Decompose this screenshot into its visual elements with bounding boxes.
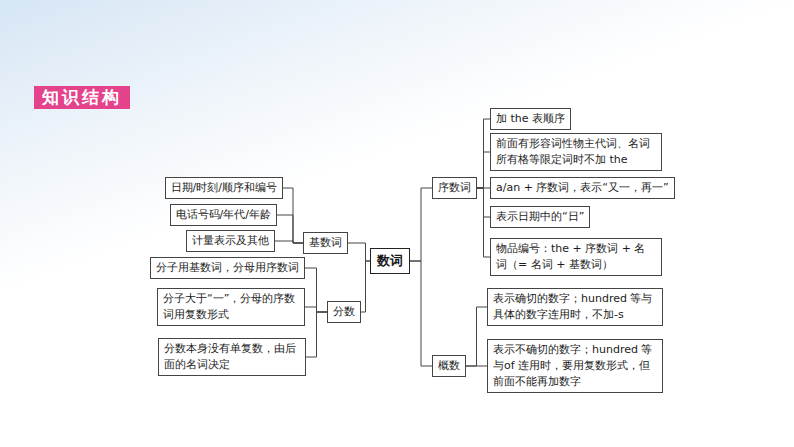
approx-rule-box: 表示确切的数字；hundred 等与具体的数字连用时，不加-s [487, 288, 663, 326]
bracket-connector [306, 312, 327, 357]
fraction-rule-box: 分子用基数词，分母用序数词 [150, 257, 305, 279]
box-text: 序数词 [438, 180, 471, 196]
box-text: 数词 [377, 252, 403, 271]
box-text: 日期/时刻/顺序和编号 [171, 180, 277, 196]
cardinal-use-box: 日期/时刻/顺序和编号 [165, 177, 283, 199]
box-text: a/an + 序数词，表示“又一，再一” [496, 180, 669, 196]
ordinal-rule-box: 表示日期中的“日” [490, 206, 590, 228]
box-text: 分数本身没有单复数，由后面的名词决定 [164, 341, 300, 373]
bracket-connector [477, 119, 490, 188]
box-text: 计量表示及其他 [192, 233, 269, 249]
branch-box: 概数 [432, 355, 466, 377]
bracket-connector [466, 366, 487, 367]
bracket-connector [410, 188, 432, 261]
section-title: 知识结构 [34, 86, 130, 109]
ordinal-rule-box: 加 the 表顺序 [490, 108, 571, 130]
bracket-connector [275, 241, 303, 243]
box-text: 分数 [333, 304, 355, 320]
branch-box: 分数 [327, 301, 361, 323]
cardinal-use-box: 计量表示及其他 [186, 230, 275, 252]
bracket-connector [305, 268, 327, 312]
box-text: 表示日期中的“日” [496, 209, 584, 225]
box-text: 分子用基数词，分母用序数词 [156, 260, 299, 276]
bracket-connector [277, 215, 303, 243]
ordinal-rule-box: 前面有形容词性物主代词、名词所有格等限定词时不加 the [490, 133, 662, 171]
box-text: 加 the 表顺序 [496, 111, 565, 127]
ordinal-rule-box: 物品编号：the + 序数词 + 名词（= 名词 + 基数词） [490, 238, 662, 276]
box-text: 电话号码/年代/年龄 [176, 207, 271, 223]
fraction-rule-box: 分子大于“一”，分母的序数词用复数形式 [157, 288, 305, 326]
bracket-connector [305, 307, 327, 312]
box-text: 物品编号：the + 序数词 + 名词（= 名词 + 基数词） [496, 241, 656, 273]
bracket-connector [410, 261, 432, 366]
box-text: 概数 [438, 358, 460, 374]
branch-box: 基数词 [303, 232, 348, 254]
box-text: 表示确切的数字；hundred 等与具体的数字连用时，不加-s [493, 291, 657, 323]
fraction-rule-box: 分数本身没有单复数，由后面的名词决定 [158, 338, 306, 376]
box-text: 基数词 [309, 235, 342, 251]
bracket-connector [466, 307, 487, 366]
box-text: 表示不确切的数字；hundred 等与of 连用时，要用复数形式，但前面不能再加… [493, 342, 657, 390]
bracket-connector [477, 188, 490, 257]
cardinal-use-box: 电话号码/年代/年龄 [170, 204, 277, 226]
bracket-connector [477, 152, 490, 188]
ordinal-rule-box: a/an + 序数词，表示“又一，再一” [490, 177, 675, 199]
bracket-connector [348, 243, 370, 261]
box-text: 分子大于“一”，分母的序数词用复数形式 [163, 291, 299, 323]
approx-rule-box: 表示不确切的数字；hundred 等与of 连用时，要用复数形式，但前面不能再加… [487, 339, 663, 393]
box-text: 前面有形容词性物主代词、名词所有格等限定词时不加 the [496, 136, 656, 168]
bracket-connector [361, 261, 370, 312]
root-box: 数词 [370, 248, 410, 275]
branch-box: 序数词 [432, 177, 477, 199]
